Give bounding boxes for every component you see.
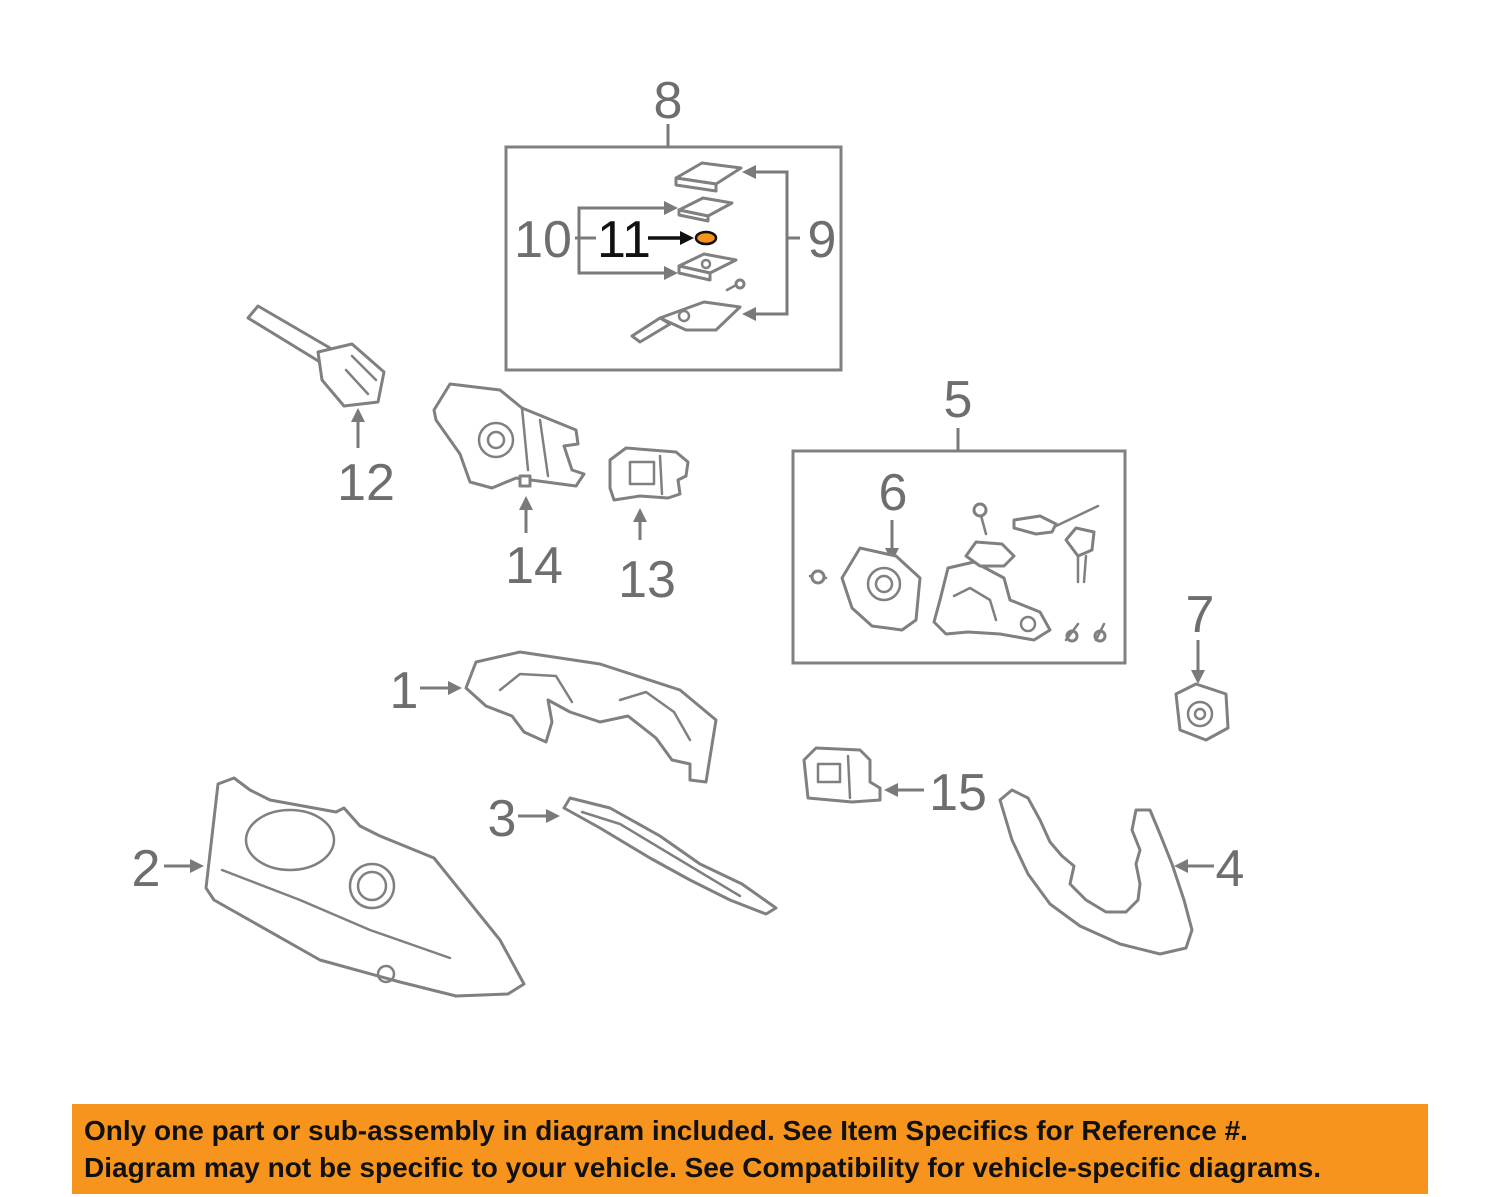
callout-14: 14 [505,537,563,595]
callout-6: 6 [879,464,908,522]
disclaimer-banner: Only one part or sub-assembly in diagram… [72,1104,1428,1194]
assembly-box-8 [504,145,843,372]
callout-2: 2 [132,840,161,898]
ignition-key-2 [1064,526,1096,584]
key-shell-top [674,161,743,193]
callout-7: 7 [1186,586,1215,644]
callout-13: 13 [618,551,676,609]
part-14-switch-body [432,382,586,490]
lock-housing [932,560,1052,642]
part-7-small-switch [1174,682,1230,742]
lock-bolt-top [972,502,988,536]
key-plate [677,196,734,223]
part-4-garnish [998,788,1194,956]
part-1-upper-cover [464,650,718,784]
bracket-9 [742,165,800,321]
part-3-trim [562,796,778,916]
callout-8: 8 [654,72,683,130]
battery-highlight [694,230,718,246]
callout-4: 4 [1216,840,1245,898]
lock-screws-bottom [1064,622,1107,643]
callout-10: 10 [514,211,572,269]
callout-1: 1 [390,662,419,720]
key-blade [630,300,742,344]
bracket-10 [575,201,678,280]
disclaimer-line-1: Only one part or sub-assembly in diagram… [84,1115,1248,1146]
part-6-lock-cylinder [840,546,922,632]
callout-15: 15 [929,764,987,822]
key-screw [725,278,746,292]
callout-5: 5 [944,371,973,429]
callout-9: 9 [808,211,837,269]
key-base [677,252,738,282]
ignition-key-1 [1012,504,1100,536]
arrow-11 [680,231,694,245]
callout-12: 12 [337,454,395,512]
callout-11: 11 [597,211,651,269]
callout-3: 3 [488,790,517,848]
part-13-switch-module [608,446,690,502]
part-2-lower-cover [204,776,526,998]
lock-screw-left [808,569,828,585]
part-12-switch-lever [246,304,386,408]
part-15-module [802,746,882,804]
disclaimer-line-2: Diagram may not be specific to your vehi… [84,1152,1322,1183]
lock-clamp [964,540,1016,568]
